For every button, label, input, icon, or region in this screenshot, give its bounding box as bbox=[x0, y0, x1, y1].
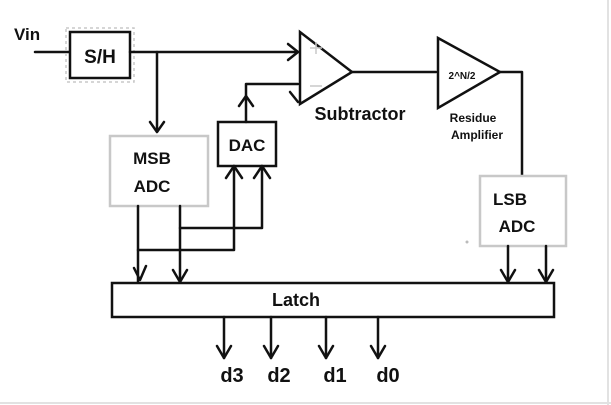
d1-label: d1 bbox=[323, 365, 346, 387]
d1-arrow bbox=[317, 344, 335, 360]
latch-block bbox=[110, 281, 556, 319]
dac-label: DAC bbox=[229, 136, 266, 155]
latch-label: Latch bbox=[272, 290, 320, 310]
subtractor-label: Subtractor bbox=[314, 104, 405, 124]
msb-adc-label-1: MSB bbox=[133, 149, 171, 168]
lsb-adc-block bbox=[478, 174, 568, 248]
d2-label: d2 bbox=[267, 365, 290, 387]
subtractor-input-arrow bbox=[286, 42, 300, 62]
msb-output-1-arrow bbox=[132, 264, 148, 282]
sh-block-outline bbox=[65, 27, 135, 83]
sh-label: S/H bbox=[84, 47, 116, 68]
msb-to-dac-wire-2 bbox=[178, 164, 264, 230]
msb-to-dac-wire-1 bbox=[136, 164, 236, 252]
d2-arrow bbox=[262, 344, 280, 360]
d3-arrow bbox=[215, 344, 233, 360]
residue-label-2: Amplifier bbox=[451, 128, 503, 142]
dac-to-subtractor-wire bbox=[244, 82, 300, 124]
msb-input-arrow bbox=[148, 120, 166, 134]
subtractor-symbol bbox=[298, 29, 355, 107]
d3-label: d3 bbox=[220, 365, 243, 387]
stray-dot bbox=[465, 240, 469, 244]
vin-label: Vin bbox=[14, 25, 40, 44]
residue-amplifier-symbol bbox=[436, 35, 503, 111]
amp-to-lsb-wire bbox=[498, 70, 524, 178]
msb-adc-block bbox=[108, 134, 210, 208]
dac-input-2-arrow bbox=[252, 164, 272, 180]
amp-gain-label: 2^N/2 bbox=[449, 71, 476, 82]
lsb-adc-label-1: LSB bbox=[493, 190, 527, 209]
d0-arrow bbox=[369, 344, 387, 360]
sh-block bbox=[68, 30, 132, 80]
residue-label-1: Residue bbox=[450, 111, 497, 125]
dac-input-1-arrow bbox=[224, 164, 244, 180]
dac-output-arrow bbox=[237, 94, 255, 108]
subtractor-minus-arrow bbox=[288, 90, 300, 104]
lsb-adc-label-2: ADC bbox=[499, 217, 536, 236]
msb-adc-label-2: ADC bbox=[134, 177, 171, 196]
d0-label: d0 bbox=[376, 365, 399, 387]
